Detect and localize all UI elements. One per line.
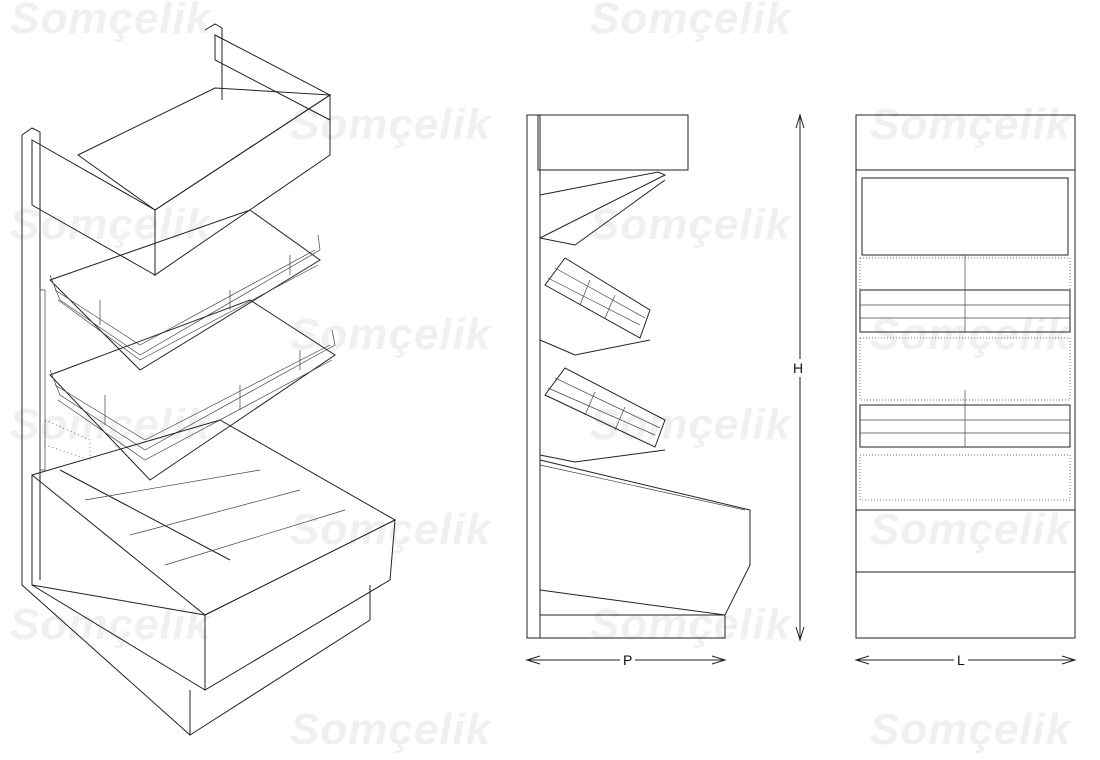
watermark: Somçelik <box>590 400 792 449</box>
watermark: Somçelik <box>290 505 492 554</box>
watermark: Somçelik <box>10 600 212 649</box>
side-view <box>526 114 751 639</box>
watermark: Somçelik <box>590 200 792 249</box>
watermark: Somçelik <box>590 600 792 649</box>
width-label: L <box>954 652 968 668</box>
depth-label: P <box>620 652 636 668</box>
dimension-lines <box>525 113 1077 665</box>
watermark: Somçelik <box>290 100 492 149</box>
height-label: H <box>793 359 804 377</box>
front-view <box>855 114 1076 639</box>
isometric-view <box>21 23 397 736</box>
watermark: Somçelik <box>10 400 212 449</box>
watermark: Somçelik <box>870 505 1072 554</box>
watermark: Somçelik <box>870 100 1072 149</box>
watermark: Somçelik <box>10 200 212 249</box>
watermark: Somçelik <box>590 0 792 43</box>
watermark: Somçelik <box>10 0 212 43</box>
watermark: Somçelik <box>290 705 492 754</box>
watermark: Somçelik <box>290 310 492 359</box>
watermark: Somçelik <box>870 705 1072 754</box>
